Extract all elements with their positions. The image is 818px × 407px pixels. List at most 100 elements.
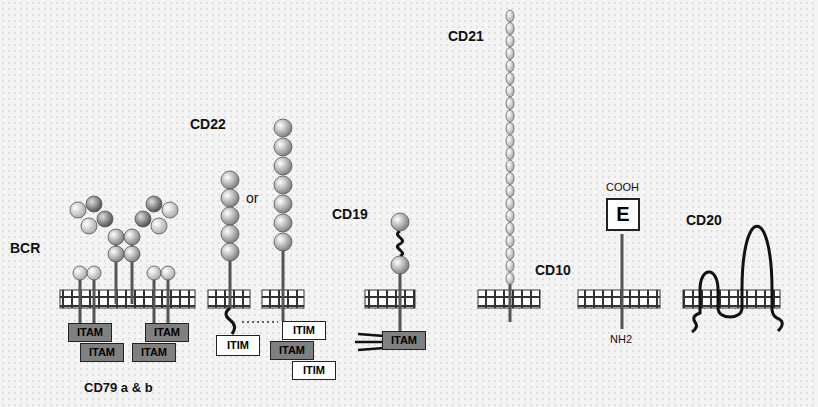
bcr-antibody: [81, 218, 97, 234]
cd21-molecule: [506, 10, 514, 322]
cd21-molecule: [506, 73, 514, 85]
cd21-molecule: [506, 123, 514, 135]
box-text: ITAM: [391, 334, 417, 347]
cd22-molecule: [221, 243, 239, 261]
cd21-molecule: [506, 185, 514, 197]
cd21-molecule: [506, 273, 514, 285]
itim-box: ITIM: [282, 321, 326, 340]
bcr-antibody: [79, 273, 82, 323]
cd21-molecule: [506, 148, 514, 160]
bcr-antibody: [108, 246, 124, 262]
box-text: E: [616, 203, 629, 226]
cd19-molecule: [391, 256, 409, 274]
or-label: or: [246, 190, 258, 206]
bcr-antibody: [80, 236, 168, 323]
cd22-molecule: [274, 119, 292, 137]
enzyme-domain-box: E: [606, 198, 640, 231]
bcr-antibody: [162, 202, 178, 218]
box-text: ITAM: [279, 344, 305, 357]
cd21-molecule: [506, 85, 514, 97]
cd22-molecule: [274, 233, 292, 251]
bcr-antibody: [167, 273, 170, 323]
bcr-antibody: [108, 229, 124, 245]
cd19-molecule: [358, 334, 384, 336]
box-text: ITIM: [227, 339, 249, 352]
molecule-label: CD19: [332, 206, 368, 222]
cd21-molecule: [506, 10, 514, 22]
bcr-antibody: [151, 218, 167, 234]
itam-box: ITAM: [382, 331, 426, 350]
cd21-molecule: [506, 198, 514, 210]
membrane-patch: [578, 290, 660, 308]
dotted-line: [242, 321, 278, 323]
bcr-antibody: [97, 211, 113, 227]
cd19-molecule: [355, 341, 384, 344]
cd19-molecule: [355, 334, 384, 350]
box-text: ITAM: [77, 326, 103, 339]
cd19-molecule: [391, 213, 409, 231]
cd21-molecule: [506, 60, 514, 72]
cd22-molecule: [221, 119, 292, 334]
bcr-antibody: [93, 273, 96, 323]
molecule-label: CD79 a & b: [84, 381, 153, 396]
molecule-label: CD22: [190, 116, 226, 132]
cd21-molecule: [506, 10, 514, 285]
cd21-molecule: [506, 35, 514, 47]
bcr-antibody: [86, 196, 102, 212]
cd10-molecule: [621, 234, 624, 329]
cd22-molecule: [221, 171, 239, 189]
bcr-antibody: [70, 196, 178, 280]
cd21-molecule: [506, 223, 514, 235]
cd21-molecule: [506, 98, 514, 110]
cd22-molecule: [221, 225, 239, 243]
cd21-molecule: [506, 160, 514, 172]
cd22-molecule: [274, 176, 292, 194]
molecule-label: CD21: [448, 28, 484, 44]
cd10-molecule: [622, 234, 623, 329]
box-text: ITIM: [293, 324, 315, 337]
itam-box: ITAM: [132, 343, 176, 362]
bcr-antibody: [124, 246, 140, 262]
bcr-antibody: [147, 266, 161, 280]
molecule-label: CD10: [535, 262, 571, 278]
cd22-molecule: [221, 189, 239, 207]
cd22-molecule: [274, 195, 292, 213]
itim-box: ITIM: [292, 361, 336, 380]
cd19-molecule: [399, 272, 402, 331]
membrane-patch: [683, 290, 780, 308]
membrane-patch: [365, 290, 415, 308]
bcr-antibody: [146, 196, 162, 212]
cd21-molecule: [509, 280, 512, 322]
cd21-molecule: [506, 135, 514, 147]
bcr-antibody: [73, 266, 87, 280]
cd22-molecule: [282, 240, 285, 321]
bcr-antibody: [161, 266, 175, 280]
cd21-molecule: [506, 248, 514, 260]
cd19-molecule: [358, 348, 384, 350]
cd19-molecule: [391, 213, 409, 274]
terminus-label: NH2: [610, 333, 632, 346]
cd21-molecule: [506, 210, 514, 222]
cd22-molecule: [221, 207, 239, 225]
itam-box: ITAM: [270, 341, 314, 360]
box-text: ITAM: [154, 326, 180, 339]
cd21-molecule: [506, 260, 514, 272]
molecule-label: CD20: [686, 212, 722, 228]
bcr-antibody: [135, 211, 151, 227]
bcr-antibody: [70, 202, 86, 218]
molecule-label: BCR: [10, 240, 40, 256]
box-text: ITAM: [89, 346, 115, 359]
cd21-molecule: [506, 235, 514, 247]
cd21-molecule: [506, 110, 514, 122]
cd22-molecule: [221, 119, 292, 261]
cd21-molecule: [506, 48, 514, 60]
itam-box: ITAM: [80, 343, 124, 362]
cd20-molecule: [692, 226, 782, 332]
cd22-molecule: [274, 214, 292, 232]
itam-box: ITAM: [68, 323, 112, 342]
bcr-antibody: [87, 266, 101, 280]
cd19-molecule: [397, 231, 402, 256]
itim-box: ITIM: [216, 335, 260, 356]
